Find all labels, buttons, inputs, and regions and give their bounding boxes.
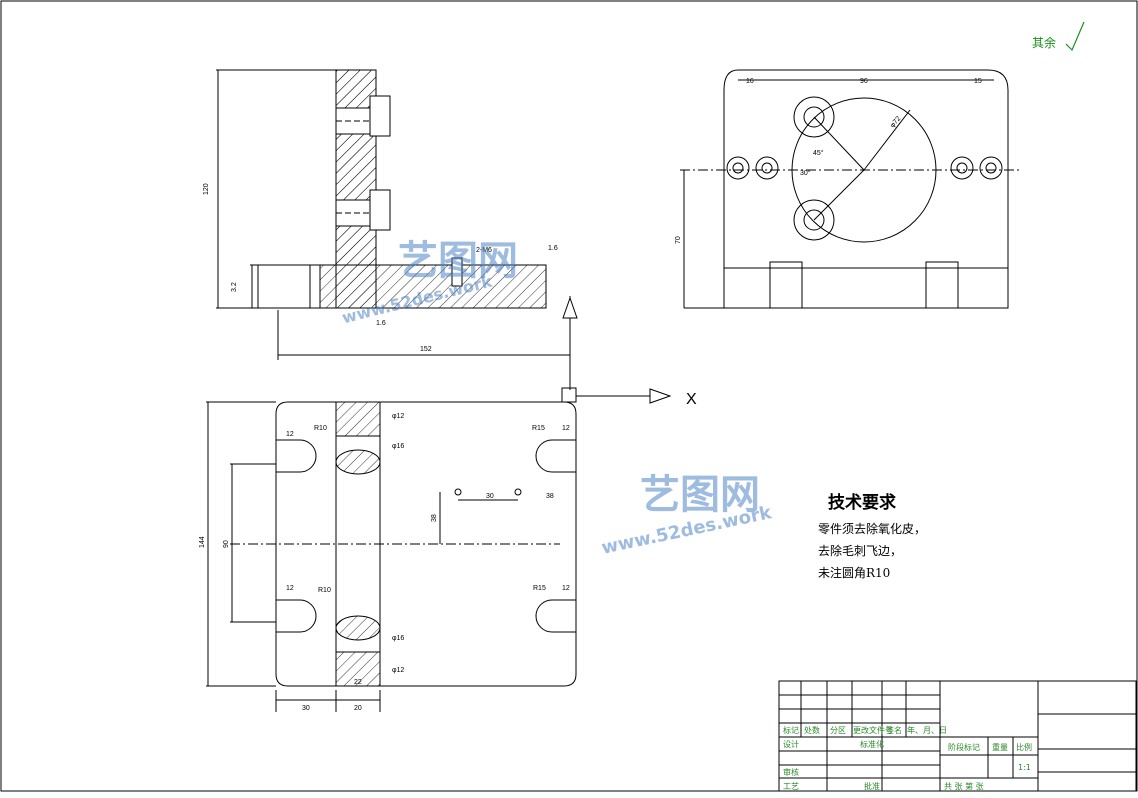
svg-text:96: 96 [860, 78, 868, 85]
svg-text:共 张 第 张: 共 张 第 张 [944, 781, 984, 791]
svg-text:批准: 批准 [864, 781, 880, 791]
svg-text:30°: 30° [800, 169, 811, 177]
svg-text:3.2: 3.2 [231, 282, 238, 292]
tech-requirement-line: 未注圆角R10 [818, 566, 891, 580]
svg-text:144: 144 [199, 536, 206, 548]
svg-text:φ16: φ16 [392, 443, 404, 450]
svg-text:比例: 比例 [1016, 742, 1032, 752]
svg-text:16: 16 [746, 78, 754, 85]
tech-requirement-line: 零件须去除氧化皮， [818, 522, 927, 536]
svg-text:更改文件号: 更改文件号 [853, 725, 893, 735]
svg-text:30: 30 [486, 493, 494, 500]
svg-text:处数: 处数 [804, 725, 820, 735]
svg-text:20: 20 [354, 705, 362, 712]
watermark-brand: 艺图网 [398, 238, 518, 284]
svg-text:1:1: 1:1 [1018, 763, 1031, 772]
svg-text:12: 12 [286, 431, 294, 438]
svg-text:12: 12 [562, 425, 570, 432]
svg-text:年、月、日: 年、月、日 [907, 725, 947, 735]
svg-text:22: 22 [354, 679, 362, 686]
svg-text:12: 12 [562, 585, 570, 592]
svg-text:2-M6: 2-M6 [476, 247, 492, 254]
surface-roughness-note: 其余 [1032, 36, 1057, 50]
svg-text:152: 152 [420, 346, 432, 353]
svg-text:90: 90 [223, 540, 230, 548]
svg-text:签名: 签名 [886, 725, 902, 735]
svg-text:70: 70 [675, 236, 682, 244]
title-block [778, 680, 1137, 792]
svg-text:R15: R15 [533, 585, 546, 592]
svg-text:工艺: 工艺 [783, 782, 799, 791]
svg-text:φ12: φ12 [392, 667, 404, 674]
surface-check-icon [1065, 21, 1085, 52]
watermark-brand: 艺图网 [640, 472, 760, 518]
tech-requirements-title: 技术要求 [828, 493, 896, 513]
svg-text:阶段标记: 阶段标记 [948, 742, 980, 752]
svg-text:12: 12 [286, 585, 294, 592]
svg-text:R10: R10 [314, 425, 327, 432]
svg-text:标准化: 标准化 [860, 739, 884, 749]
plan-view [206, 387, 672, 712]
svg-text:1.6: 1.6 [548, 245, 558, 252]
svg-text:分区: 分区 [830, 726, 846, 735]
svg-text:重量: 重量 [992, 742, 1008, 752]
svg-text:标记: 标记 [783, 725, 799, 735]
svg-text:设计: 设计 [783, 739, 799, 749]
svg-text:30: 30 [302, 705, 310, 712]
svg-text:R15: R15 [532, 425, 545, 432]
svg-text:45°: 45° [813, 149, 824, 157]
end-view [680, 69, 1020, 309]
svg-text:X: X [686, 391, 697, 408]
svg-text:120: 120 [203, 183, 210, 195]
svg-text:R10: R10 [318, 587, 331, 594]
svg-text:38: 38 [546, 493, 554, 500]
svg-text:1.6: 1.6 [376, 320, 386, 327]
svg-text:φ12: φ12 [392, 413, 404, 420]
svg-text:φ16: φ16 [392, 635, 404, 642]
svg-text:审核: 审核 [783, 767, 799, 777]
tech-requirement-line: 去除毛刺飞边， [818, 544, 903, 558]
side-section-view [216, 69, 578, 390]
svg-text:38: 38 [431, 514, 438, 522]
svg-text:15: 15 [974, 78, 982, 85]
